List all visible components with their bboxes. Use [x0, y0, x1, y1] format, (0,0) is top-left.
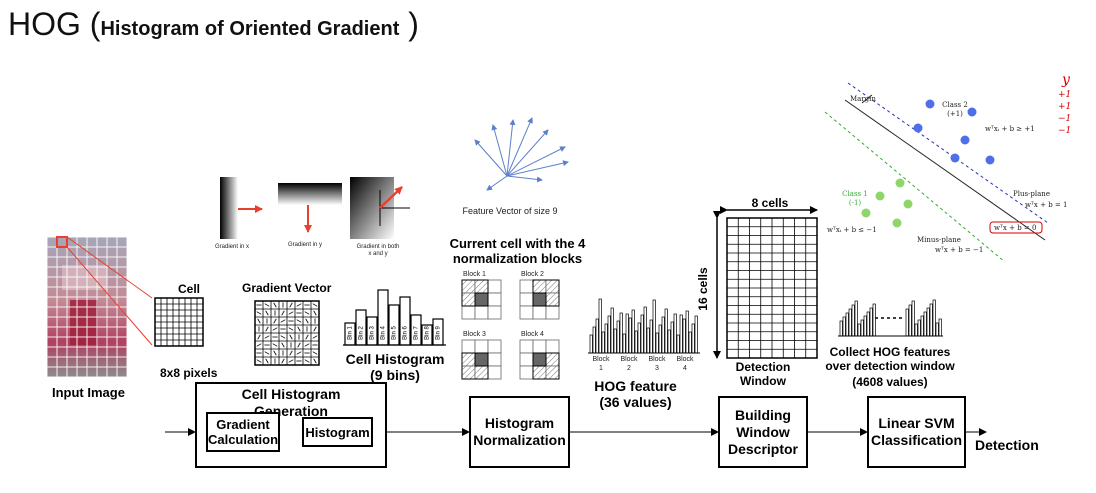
hog-block-word-4: Block — [676, 356, 694, 363]
svm-minus-plane-eq: wᵀx + b = −1 — [935, 246, 984, 254]
histogram-bin-label: Bin 9 — [435, 326, 442, 340]
cell-size-label: 8x8 pixels — [160, 366, 218, 380]
svm-eq-minus: wᵀxᵢ + b ≤ −1 — [827, 226, 877, 234]
svm-plus-plane-eq: wᵀx + b = 1 — [1025, 201, 1068, 209]
gradient-y-image — [278, 183, 342, 233]
svm-plus-plane-label: Plus-plane — [1013, 190, 1050, 198]
svm-class1-sign: (-1) — [848, 199, 862, 207]
block-1-label: Block 1 — [463, 271, 486, 278]
cell-histogram-label: Cell Histogram — [345, 351, 445, 367]
gradient-y-label: Gradient in y — [288, 242, 323, 248]
title-open-paren: ( — [89, 6, 101, 42]
gradient-both-label: Gradient in both x and y — [356, 244, 400, 257]
block-2-label: Block 2 — [521, 271, 544, 278]
gradient-x-image — [220, 177, 263, 239]
histogram-bin-label: Bin 6 — [402, 326, 409, 340]
histogram-bin-label: Bin 5 — [391, 326, 398, 340]
svm-label-4: −1 — [1058, 126, 1072, 136]
normalization-title: Current cell with the 4 normalization bl… — [449, 236, 586, 266]
histogram-bin-label: Bin 2 — [358, 326, 365, 340]
svm-class1-label: Class 1 — [842, 190, 868, 198]
svm-y-label: y — [1062, 72, 1070, 88]
svm-eq-plus: wᵀxᵢ + b ≥ +1 — [985, 125, 1035, 133]
svm-label-2: +1 — [1058, 102, 1072, 112]
gradient-vector-grid — [254, 300, 320, 366]
title-close-paren: ) — [408, 6, 419, 42]
svm-class2-sign: (+1) — [947, 110, 963, 118]
hog-feature-values-label: (36 values) — [599, 394, 672, 410]
gradient-vector-label: Gradient Vector — [242, 281, 332, 295]
title-subtitle: Histogram of Oriented Gradient — [100, 18, 400, 40]
svm-minus-plane-label: Minus-plane — [917, 236, 961, 244]
histogram-bin-label: Bin 1 — [347, 326, 354, 340]
title-main: HOG — [8, 6, 81, 42]
hog-block-num-1: 1 — [599, 365, 603, 372]
histogram-box: Histogram — [302, 417, 373, 447]
hog-block-num-2: 2 — [627, 365, 631, 372]
svm-label-3: −1 — [1058, 114, 1072, 124]
svm-margin-label: Margin — [850, 95, 876, 103]
hog-block-word-1: Block — [592, 356, 610, 363]
histogram-bin-label: Bin 7 — [413, 326, 420, 340]
gradient-calculation-box: Gradient Calculation — [206, 412, 280, 452]
histogram-bin-label: Bin 3 — [369, 326, 376, 340]
collect-values-label: (4608 values) — [852, 375, 928, 389]
svm-class2-label: Class 2 — [942, 101, 968, 109]
svm-plot — [824, 82, 1049, 263]
linear-svm-box: Linear SVM Classification — [867, 396, 966, 468]
normalization-blocks — [461, 279, 560, 380]
hog-feature-label: HOG feature — [594, 378, 677, 394]
input-image-label: Input Image — [52, 385, 125, 400]
hog-block-num-3: 3 — [655, 365, 659, 372]
feature-vector-label: Feature Vector of size 9 — [462, 206, 558, 216]
hog-block-word-3: Block — [648, 356, 666, 363]
hog-block-num-4: 4 — [683, 365, 687, 372]
histogram-bin-label: Bin 8 — [424, 326, 431, 340]
gradient-both-image — [350, 177, 410, 239]
cell-grid — [154, 297, 204, 347]
cell-histogram-bars — [343, 289, 446, 346]
feature-vector-star — [474, 117, 569, 191]
detection-window-grid — [726, 217, 818, 359]
collect-label: Collect HOG features over detection wind… — [825, 345, 955, 373]
block-3-label: Block 3 — [463, 331, 486, 338]
cell-histogram-bins-label: (9 bins) — [370, 367, 420, 383]
block-4-label: Block 4 — [521, 331, 544, 338]
hog-block-word-2: Block — [620, 356, 638, 363]
detection-window-cells-side: 16 cells — [696, 267, 710, 311]
svm-decision-eq: wᵀx + b = 0 — [994, 224, 1037, 232]
hog-feature-histogram — [588, 298, 700, 354]
svm-label-1: +1 — [1058, 90, 1072, 100]
gradient-x-label: Gradient in x — [215, 244, 250, 250]
building-window-descriptor-box: Building Window Descriptor — [718, 396, 808, 468]
cell-label: Cell — [178, 282, 201, 296]
detection-window-cells-top: 8 cells — [751, 196, 789, 210]
page-title: HOG (Histogram of Oriented Gradient ) — [8, 4, 419, 49]
histogram-normalization-box: Histogram Normalization — [469, 396, 570, 468]
input-image — [46, 236, 128, 378]
histogram-bin-label: Bin 4 — [380, 326, 387, 340]
collected-features-histogram — [838, 299, 943, 337]
detection-window-label: Detection Window — [735, 360, 791, 388]
detection-output-label: Detection — [975, 437, 1039, 453]
